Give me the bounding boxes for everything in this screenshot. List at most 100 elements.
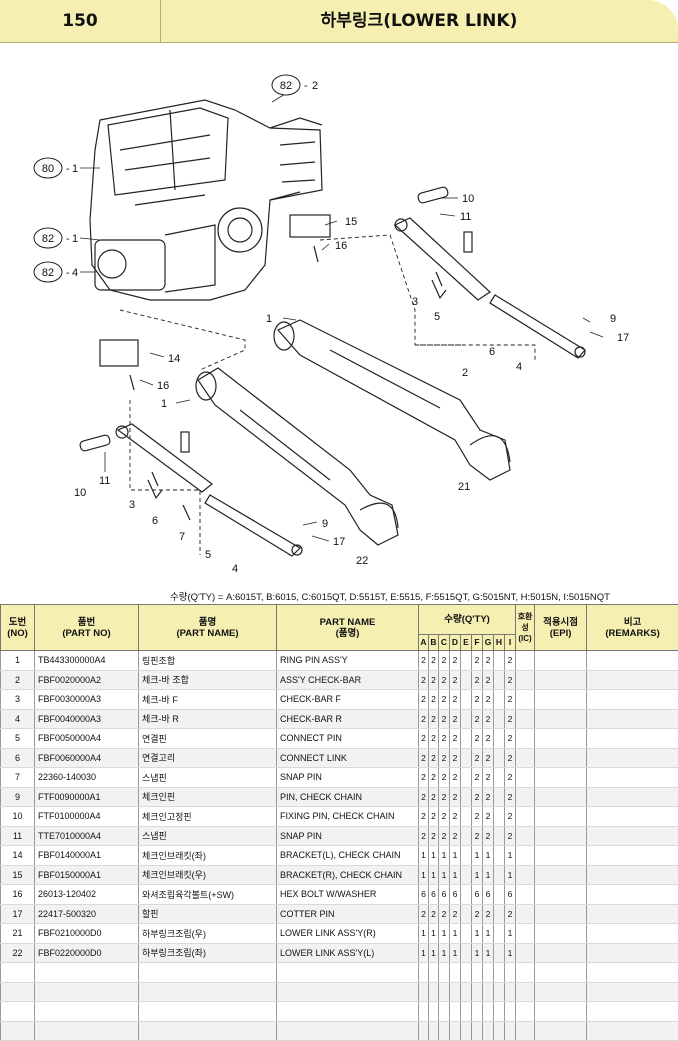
cell-part-name-kr: 스냅핀 <box>139 768 277 788</box>
cell-qty <box>461 904 472 924</box>
cell-qty <box>505 1021 516 1041</box>
cell-qty <box>494 709 505 729</box>
cell-qty: 2 <box>450 651 461 671</box>
cell-qty <box>483 1002 494 1022</box>
cell-no: 7 <box>1 768 35 788</box>
cell-qty <box>461 943 472 963</box>
cell-interchange <box>516 690 535 710</box>
callout-82-2: 82 - 2 <box>272 75 318 95</box>
cell-qty <box>494 768 505 788</box>
cell-epi <box>535 670 587 690</box>
cell-qty: 2 <box>429 904 439 924</box>
cell-part-name: HEX BOLT W/WASHER <box>277 885 419 905</box>
cell-remarks <box>587 748 678 768</box>
cell-part-name-kr: 스냅핀 <box>139 826 277 846</box>
cell-remarks <box>587 807 678 827</box>
cell-epi <box>535 826 587 846</box>
cell-qty: 2 <box>429 826 439 846</box>
cell-qty: 2 <box>429 670 439 690</box>
cell-qty <box>439 963 450 983</box>
cell-epi <box>535 1021 587 1041</box>
part-label: 11 <box>460 211 471 223</box>
qty-col-header: A <box>419 635 429 651</box>
page-title: 하부링크(LOWER LINK) <box>160 0 678 42</box>
cell-qty <box>461 1021 472 1041</box>
cell-remarks <box>587 885 678 905</box>
cell-qty <box>494 787 505 807</box>
cell-interchange <box>516 865 535 885</box>
callout-item: - <box>66 267 70 279</box>
cell-qty: 6 <box>483 885 494 905</box>
cell-qty <box>461 748 472 768</box>
cell-qty <box>461 846 472 866</box>
cell-part-name-kr: 체크-바 조합 <box>139 670 277 690</box>
cell-qty <box>494 943 505 963</box>
cell-qty: 2 <box>505 748 516 768</box>
cell-qty <box>461 651 472 671</box>
cell-no: 15 <box>1 865 35 885</box>
cell-qty: 2 <box>439 787 450 807</box>
cell-qty <box>494 904 505 924</box>
cell-part-name <box>277 1021 419 1041</box>
cell-qty: 6 <box>450 885 461 905</box>
cell-part-name: CONNECT LINK <box>277 748 419 768</box>
cell-qty <box>419 982 429 1002</box>
cell-part-no: FBF0040000A3 <box>35 709 139 729</box>
cell-epi <box>535 904 587 924</box>
cell-qty <box>461 963 472 983</box>
cell-remarks <box>587 865 678 885</box>
cell-qty <box>494 982 505 1002</box>
cell-epi <box>535 885 587 905</box>
cell-qty: 2 <box>439 729 450 749</box>
cell-part-no <box>35 1002 139 1022</box>
cell-interchange <box>516 1002 535 1022</box>
cell-qty: 1 <box>505 943 516 963</box>
col-header-qty: 수량(Q'TY) <box>419 605 516 635</box>
cell-no: 4 <box>1 709 35 729</box>
cell-no <box>1 1002 35 1022</box>
cell-qty <box>461 826 472 846</box>
cell-qty: 2 <box>472 748 483 768</box>
cell-part-name-kr: 연결핀 <box>139 729 277 749</box>
cell-interchange <box>516 963 535 983</box>
cell-qty: 1 <box>439 865 450 885</box>
cell-qty: 2 <box>429 748 439 768</box>
cell-part-name-kr <box>139 1021 277 1041</box>
cell-remarks <box>587 1002 678 1022</box>
cell-interchange <box>516 670 535 690</box>
cell-qty: 2 <box>439 904 450 924</box>
cell-qty: 2 <box>472 807 483 827</box>
cell-no <box>1 982 35 1002</box>
cell-no <box>1 963 35 983</box>
cell-qty: 6 <box>439 885 450 905</box>
cell-qty: 2 <box>450 729 461 749</box>
cell-qty: 2 <box>472 826 483 846</box>
qty-col-header: E <box>461 635 472 651</box>
cell-qty: 2 <box>505 768 516 788</box>
cell-no: 1 <box>1 651 35 671</box>
cell-qty: 2 <box>450 690 461 710</box>
lower-link-left <box>196 368 398 545</box>
cell-qty <box>494 826 505 846</box>
cell-qty: 2 <box>472 768 483 788</box>
cell-epi <box>535 846 587 866</box>
cell-qty: 1 <box>505 865 516 885</box>
cell-qty: 1 <box>419 846 429 866</box>
cell-qty: 2 <box>483 826 494 846</box>
cell-qty <box>439 1002 450 1022</box>
part-label: 17 <box>617 332 629 344</box>
cell-part-name: CHECK-BAR F <box>277 690 419 710</box>
cell-qty <box>450 982 461 1002</box>
cell-qty: 2 <box>439 826 450 846</box>
cell-part-name-kr: 하부링크조립(좌) <box>139 943 277 963</box>
callout-item: 1 <box>72 233 78 245</box>
cell-qty: 1 <box>439 924 450 944</box>
cell-qty: 2 <box>483 670 494 690</box>
cell-remarks <box>587 729 678 749</box>
cell-epi <box>535 787 587 807</box>
cell-qty <box>483 963 494 983</box>
cell-qty: 2 <box>483 807 494 827</box>
